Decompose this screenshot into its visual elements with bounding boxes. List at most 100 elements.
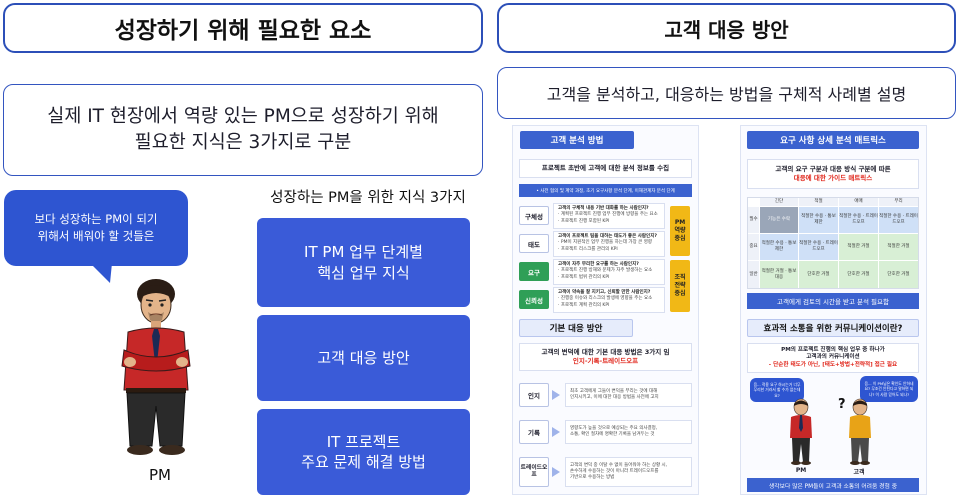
basic-row-text-3: 고객의 변덕 중 이탈 수 없이 들어줘야 하는 상황 시, 손수하게 수용하는… [565,457,692,487]
comm-client-illustration: ? [838,397,871,465]
analysis-row-2-line-3: · 프로젝트 리스크를 관리의 KPI [558,246,618,252]
comm-subtitle-line-1: PM의 프로젝트 진행의 핵심 업무 중 하나가 [781,346,885,353]
basic-row-3-line-3: 기반으로 수용하는 방법 [570,475,615,481]
comm-client-label: 고객 [853,469,865,476]
analysis-row-4-line-2: · 진행중 이슈와 리스크의 발생에 영향을 주는 요소 [558,296,653,302]
matrix-subtitle: 고객의 요구 구분과 대응 방식 구분에 따른 대응에 대한 가이드 매트릭스 [747,159,919,189]
knowledge-card-1-line-2: 핵심 업무 지식 [317,263,410,282]
analysis-header: 고객 분석 방법 [520,131,634,149]
matrix-cell-1-4: 적절한 수용 · 트레이드오프 [879,207,918,233]
analysis-side-pm: PM 역량 중심 [670,206,690,256]
basic-subtitle-line-2: 인지-기록-트레이드오프 [572,357,639,365]
analysis-row-4-line-3: · 프로젝트 계획 관리의 KPI [558,302,610,308]
right-title: 고객 대응 방안 [497,3,956,53]
knowledge-card-3-line-2: 주요 문제 해결 방법 [301,453,426,471]
analysis-row-label-4: 신뢰성 [519,290,549,309]
matrix-cell-2-3: 적절한 거절 [839,234,878,260]
comm-pm-illustration [790,398,812,465]
matrix-subtitle-line-1: 고객의 요구 구분과 대응 방식 구분에 따른 [775,165,891,174]
matrix-col-head-2: 적절 [799,198,838,206]
matrix-cell-3-3: 단호한 거절 [839,261,878,288]
basic-row-arrow-3 [552,467,560,477]
matrix-col-head-4: 무리 [879,198,918,206]
analysis-row-3-line-2: · 프로젝트 진행 방해와 문제가 자주 발생하는 요소 [558,268,653,274]
matrix-row-head-2: 중요 [748,234,759,260]
knowledge-card-2-line-1: 고객 대응 방안 [317,348,410,367]
analysis-row-1-line-3: · 프로젝트 진행 포함된 KPI [558,218,610,224]
left-intro-box: 실제 IT 현장에서 역량 있는 PM으로 성장하기 위해 필요한 지식은 3가… [3,84,483,176]
analysis-side-org: 조직 전략 중심 [670,260,690,312]
matrix-col-head-3: 애매 [839,198,878,206]
analysis-row-label-1: 구체성 [519,206,549,225]
matrix-subtitle-line-2: 대응에 대한 가이드 매트릭스 [793,174,873,182]
left-title-text: 성장하기 위해 필요한 요소 [114,18,372,44]
matrix-grid: 긴단 적절 애매 무리 필수 중요 일반 기능은 수락 적절한 수용 · 통보 … [747,197,919,289]
basic-row-2-line-1: 영향도가 높을 것으로 예상되는 주요 의사결정, [570,425,658,431]
matrix-row-head-1: 필수 [748,207,759,233]
comm-bubble-pm: 음... 적용 요구 하시는거 너무 무리한 거라서 할 수가 없는데요? [750,378,804,402]
comm-subtitle-line-3: - 단순한 태도가 아닌, [태도+방법+전략적] 접근 필요 [768,361,898,368]
pm-person-illustration [121,279,191,455]
comm-bubble-client: 음... 이 PM님은 확인도 안하네요? 무조건 안된다고 말하면 되나? 이… [860,376,918,402]
basic-row-label-3: 트레이드오프 [519,457,549,487]
comm-subtitle-line-2: 고객과의 커뮤니케이션 [806,354,860,361]
left-intro-line-2: 필요한 지식은 3가지로 구분 [134,132,352,153]
comm-footer: 생각보다 많은 PM들이 고객과 소통의 어려움 경험 중 [747,478,919,492]
matrix-header: 요구 사항 상세 분석 매트릭스 [747,131,919,149]
analysis-row-2-line-2: · PM이 지원적인 업무 진행을 하는데 가장 큰 영향 [558,240,652,246]
matrix-footer: 고객에게 검토의 시간을 받고 분석 필요함 [747,293,919,309]
right-title-text: 고객 대응 방안 [664,17,789,42]
analysis-row-label-3: 요구 [519,262,549,281]
analysis-row-text-2: 고객이 프로젝트 팀을 대하는 태도가 좋은 사람인지? · PM이 지원적인 … [553,231,665,257]
pm-label: PM [149,466,171,484]
analysis-row-1-line-1: 고객의 구체적 내용 기반 대화를 하는 사람인지? [558,206,649,211]
basic-subtitle-line-1: 고객의 변덕에 대한 기본 대응 방법은 3가지 임 [541,348,670,357]
comm-pm-label: PM [795,467,807,474]
matrix-cell-1-3: 적절한 수용 · 트레이드오프 [839,207,878,233]
knowledge-card-1-line-1: IT PM 업무 단계별 [304,243,423,262]
matrix-cell-3-2: 단호한 거절 [799,261,838,288]
analysis-row-3-line-1: 고객이 자주 무리한 요구를 하는 사람인지? [558,262,639,267]
speech-bubble-line-1: 보다 성장하는 PM이 되기 [34,212,158,227]
matrix-cell-2-2: 적절한 수용 · 트레이드오프 [799,234,838,260]
analysis-bar: • 사전 협의 및 계약 과정, 초기 요구사항 분석 단계, 이해관계자 분석… [519,184,692,197]
basic-row-2-line-2: 소통, 확인 절차에 명확한 기록을 남겨두는 것 [570,432,655,437]
left-intro-line-1: 실제 IT 현장에서 역량 있는 PM으로 성장하기 위해 [47,106,439,128]
basic-row-label-2: 기록 [519,420,549,444]
matrix-cell-2-4: 적절한 거절 [879,234,918,260]
analysis-row-4-line-1: 고객이 약속을 잘 지키고, 신뢰할 만한 사람인지? [558,290,651,295]
basic-row-1-line-1: 최초 고객에게 그들이 변덕을 부리는 것에 대해 [570,388,658,394]
basic-row-3-line-2: 손수하게 수용하는 것이 아니라 트레이드오프를 [570,468,659,474]
speech-bubble-line-2: 위해서 배워야 할 것들은 [37,229,155,243]
comm-subtitle: PM의 프로젝트 진행의 핵심 업무 중 하나가 고객과의 커뮤니케이션 - 단… [747,343,919,373]
basic-header: 기본 대응 방안 [519,319,633,337]
analysis-row-1-line-2: · 계획된 프로젝트 진행 업무 진행에 방향을 주는 요소 [558,212,658,218]
basic-row-3-line-1: 고객의 변덕 중 이탈 수 없이 들어줘야 하는 상황 시, [570,462,668,468]
basic-row-text-2: 영향도가 높을 것으로 예상되는 주요 의사결정, 소통, 확인 절차에 명확한… [565,420,692,444]
basic-row-label-1: 인지 [519,383,549,407]
knowledge-card-3-line-1: IT 프로젝트 [326,432,401,451]
analysis-row-3-line-3: · 프로젝트 범위 관리의 KPI [558,274,610,280]
matrix-cell-1-2: 적절한 수용 · 통보 제한 [799,207,838,233]
matrix-cell-2-1: 적절한 수용 · 통보 제한 [760,234,798,260]
matrix-cell-3-4: 단호한 거절 [879,261,918,288]
analysis-row-text-1: 고객의 구체적 내용 기반 대화를 하는 사람인지? · 계획된 프로젝트 진행… [553,203,665,229]
analysis-row-label-2: 태도 [519,234,549,253]
comm-header: 효과적 소통을 위한 커뮤니케이션이란? [747,319,919,337]
knowledge-card-1: IT PM 업무 단계별 핵심 업무 지식 [257,218,470,307]
knowledge-card-3: IT 프로젝트 주요 문제 해결 방법 [257,409,470,495]
basic-row-label-3-text: 트레이드오프 [520,465,548,478]
speech-bubble-tail [90,263,112,283]
analysis-row-2-line-1: 고객이 프로젝트 팀을 대하는 태도가 좋은 사람인지? [558,234,657,239]
matrix-cell-1-1: 기능은 수락 [760,207,798,233]
basic-row-arrow-1 [552,390,560,400]
knowledge-card-2: 고객 대응 방안 [257,315,470,401]
svg-text:?: ? [838,397,846,412]
analysis-row-text-4: 고객이 약속을 잘 지키고, 신뢰할 만한 사람인지? · 진행중 이슈와 리스… [553,287,665,313]
analysis-row-text-3: 고객이 자주 무리한 요구를 하는 사람인지? · 프로젝트 진행 방해와 문제… [553,259,665,285]
knowledge-title: 성장하는 PM을 위한 지식 3가지 [270,190,466,206]
basic-row-text-1: 최초 고객에게 그들이 변덕을 부리는 것에 대해 인지시키고, 이에 대한 대… [565,383,692,407]
basic-row-1-line-2: 인지시키고, 이에 대한 대응 방법을 사전에 고지 [570,395,659,400]
right-intro-box: 고객을 분석하고, 대응하는 방법을 구체적 사례별 설명 [497,67,956,119]
matrix-row-head-3: 일반 [748,261,759,288]
